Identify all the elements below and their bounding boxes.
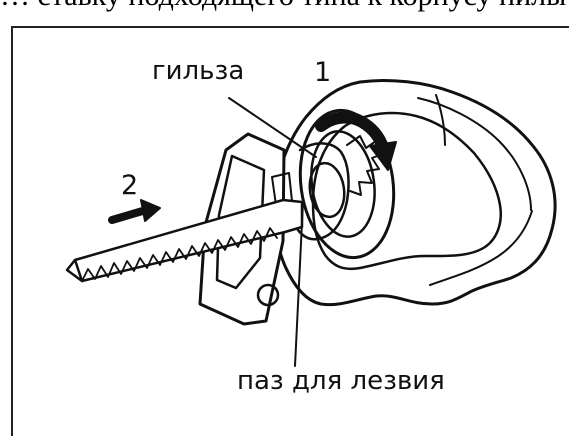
rotate-arrow-path [315,111,390,158]
figure-frame [11,26,569,436]
saw-grip-groove [435,94,446,146]
saw-grip-edge-2 [429,210,533,286]
cropped-header-text: … ставку подходящего типа к корпусу пилы… [0,0,569,13]
saw-blade-tip [65,258,84,283]
saw-body [273,79,557,307]
blade-clamp-ring-outer [298,108,396,260]
insert-arrowhead [140,199,161,222]
blade-clamp-ring-inner [310,130,376,238]
groove-leader-line [294,201,304,367]
saw-blade-teeth [81,227,278,282]
saw-grip-edge-1 [417,97,532,211]
saw-blade-installation-illustration [65,79,557,367]
sleeve-label: гильза [152,56,245,86]
step-2-label: 2 [121,170,139,201]
sleeve-leader-line [228,97,317,158]
sleeve-teeth [346,135,381,196]
sleeve-core [308,161,346,219]
blade-groove-label: паз для лезвия [237,366,445,396]
shoe-window [215,154,266,290]
insert-arrow-body [108,206,150,224]
rotate-arrowhead [369,141,397,171]
sleeve-front [290,142,350,241]
shoe-screw [256,283,280,307]
saw-inner-contour [311,111,502,271]
step-1-label: 1 [314,57,332,88]
